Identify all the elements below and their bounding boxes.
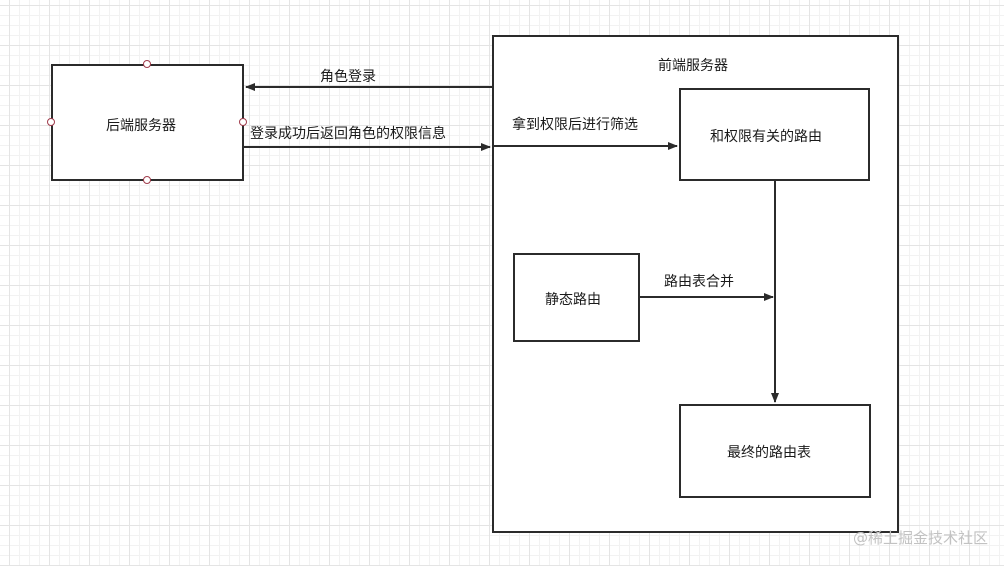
- static-routes-label: 静态路由: [545, 292, 601, 308]
- permission-routes-label: 和权限有关的路由: [710, 129, 822, 145]
- static-routes-box[interactable]: [513, 253, 640, 342]
- edge-label-merge-route-tables: 路由表合并: [664, 274, 734, 290]
- backend-server-label: 后端服务器: [106, 118, 176, 134]
- connection-point-left[interactable]: [47, 118, 55, 126]
- final-route-table-label: 最终的路由表: [727, 445, 811, 461]
- edge-label-filter-permissions: 拿到权限后进行筛选: [512, 117, 638, 133]
- final-route-table-box[interactable]: [679, 404, 871, 498]
- connection-point-bottom[interactable]: [143, 176, 151, 184]
- edge-label-role-login: 角色登录: [320, 69, 376, 85]
- watermark: @稀土掘金技术社区: [852, 529, 988, 547]
- connection-point-top[interactable]: [143, 60, 151, 68]
- connection-point-right[interactable]: [239, 118, 247, 126]
- permission-routes-box[interactable]: [679, 88, 870, 181]
- edge-label-login-success: 登录成功后返回角色的权限信息: [250, 126, 446, 142]
- frontend-server-title: 前端服务器: [658, 58, 728, 74]
